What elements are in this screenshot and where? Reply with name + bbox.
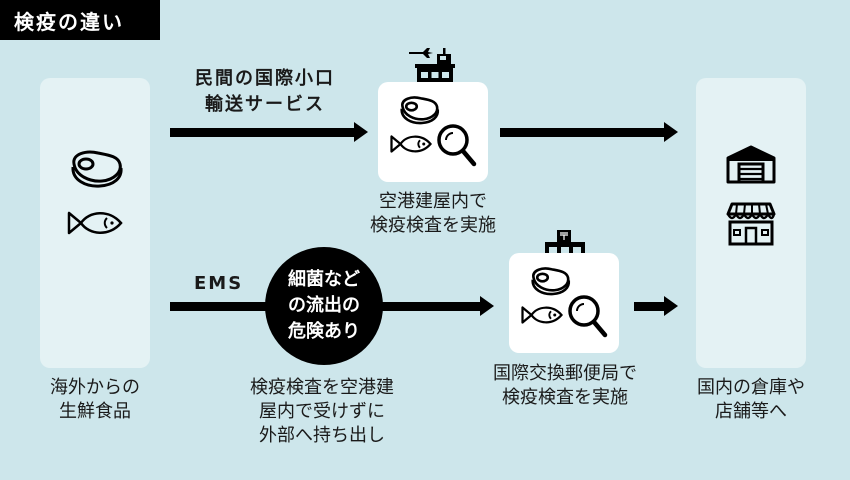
arrow-head xyxy=(354,122,368,142)
airport-caption: 空港建屋内で 検疫検査を実施 xyxy=(370,191,496,236)
diagram-title: 検疫の違い xyxy=(0,0,160,40)
airport-terminal-icon xyxy=(409,48,455,86)
magnifier-icon xyxy=(437,124,477,167)
arrow-airport-to-destination xyxy=(500,128,666,137)
post-office-caption: 国際交換郵便局で 検疫検査を実施 xyxy=(493,363,637,408)
arrow-head xyxy=(664,296,678,316)
airport-inspection-card xyxy=(378,82,488,182)
ems-warning-caption: 検疫検査を空港建 屋内で受けずに 外部へ持ち出し xyxy=(250,377,394,446)
ems-route-label: EMS xyxy=(194,273,244,294)
meat-icon xyxy=(71,150,123,188)
destination-caption: 国内の倉庫や 店舗等へ xyxy=(697,377,805,422)
arrow-post-office-to-destination xyxy=(634,302,666,311)
destination-panel xyxy=(696,78,806,368)
arrow-origin-to-airport xyxy=(170,128,356,137)
fish-icon xyxy=(390,135,432,153)
arrow-head xyxy=(480,296,494,316)
warehouse-icon xyxy=(726,145,776,184)
fish-icon xyxy=(67,211,123,235)
contamination-warning-badge: 細菌など の流出の 危険あり xyxy=(265,247,383,365)
meat-icon xyxy=(400,96,440,125)
magnifier-icon xyxy=(568,295,608,338)
store-icon xyxy=(726,202,776,246)
fish-icon xyxy=(521,306,563,324)
private-route-label: 民間の国際小口 輸送サービス xyxy=(195,68,335,115)
arrow-head xyxy=(664,122,678,142)
origin-caption: 海外からの 生鮮食品 xyxy=(50,377,140,422)
origin-panel xyxy=(40,78,150,368)
post-office-inspection-card xyxy=(509,253,619,353)
meat-icon xyxy=(531,267,571,296)
